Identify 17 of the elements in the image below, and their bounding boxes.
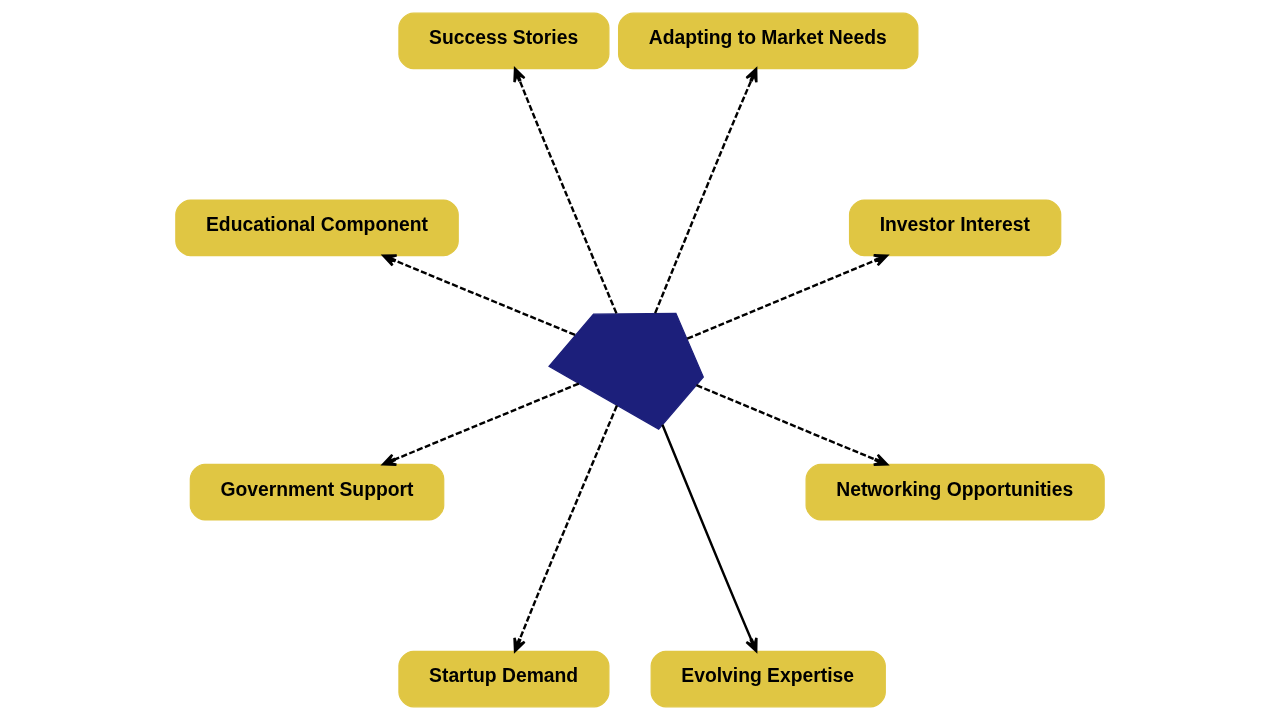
node-box: Educational Component — [175, 199, 459, 257]
node-box: Success Stories — [398, 12, 610, 70]
node-box: Government Support — [189, 463, 445, 521]
node-box: Networking Opportunities — [805, 463, 1105, 521]
node-box: Startup Demand — [398, 650, 610, 708]
node-picture — [548, 312, 704, 430]
arrow — [513, 405, 619, 653]
arrow — [695, 384, 889, 466]
arrow — [513, 67, 618, 314]
arrow — [381, 382, 580, 466]
node-box: Adapting to Market Needs — [618, 12, 919, 70]
arrow — [654, 67, 758, 314]
node-box: Evolving Expertise — [650, 650, 886, 708]
node-box: Investor Interest — [848, 199, 1062, 257]
arrow — [661, 424, 758, 653]
arrow — [382, 254, 576, 336]
arrow — [686, 254, 889, 340]
